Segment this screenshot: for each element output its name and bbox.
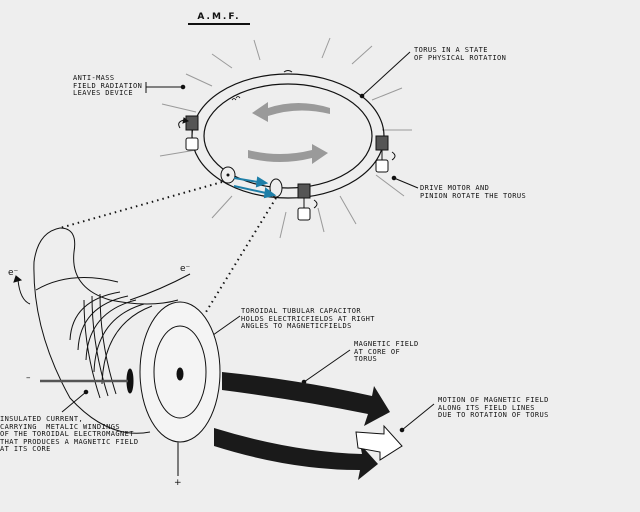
magnetic-field-arrows (214, 372, 390, 480)
current-arrows (233, 176, 277, 199)
negative-terminal-symbol: – (26, 373, 31, 383)
positive-terminal-symbol: + (174, 478, 182, 488)
rotation-arrows (248, 102, 330, 164)
label-drive-motor: DRIVE MOTOR AND PINION ROTATE THE TORUS (420, 184, 527, 200)
leader-lines (61, 51, 435, 433)
label-insulated-current: INSULATED CURRENT, CARRYING METALIC WIND… (0, 415, 139, 453)
page-title: A.M.F. (188, 12, 250, 25)
drive-motor-bottom (297, 183, 318, 221)
label-torus-rotation: TORUS IN A STATE OF PHYSICAL ROTATION (414, 46, 507, 62)
torus-ring (191, 70, 385, 199)
motion-hollow-arrow (355, 424, 403, 461)
drive-motor-left (178, 115, 199, 151)
electron-symbol-left: e⁻ (8, 268, 19, 278)
magnify-dotted-lines (59, 181, 277, 313)
drive-motor-right (375, 135, 396, 173)
electromagnet-section (13, 227, 221, 476)
label-magnetic-field-core: MAGNETIC FIELD AT CORE OF TORUS (354, 340, 419, 363)
radiation-rays (159, 37, 412, 239)
label-field-motion: MOTION OF MAGNETIC FIELD ALONG ITS FIELD… (438, 396, 549, 419)
electron-symbol-right: e⁻ (180, 264, 191, 274)
label-anti-mass-field: ANTI-MASS FIELD RADIATION LEAVES DEVICE (73, 74, 143, 97)
label-toroidal-capacitor: TOROIDAL TUBULAR CAPACITOR HOLDS ELECTRI… (241, 307, 375, 330)
